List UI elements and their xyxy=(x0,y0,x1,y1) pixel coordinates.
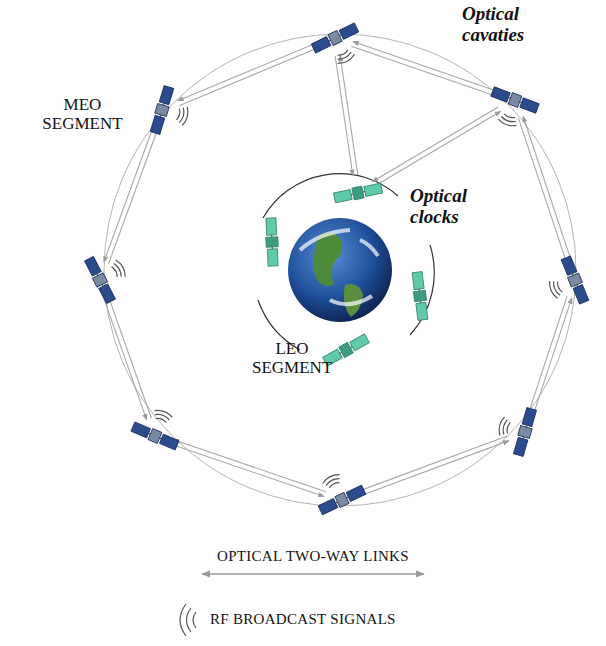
optical-link xyxy=(533,298,572,416)
satellite-body xyxy=(155,103,169,116)
earth xyxy=(288,218,392,322)
solar-panel xyxy=(266,218,277,235)
rf-arc xyxy=(501,116,516,121)
text-label: Optical clocks xyxy=(410,186,485,228)
satellite-body xyxy=(352,186,364,200)
satellite-body xyxy=(339,342,354,357)
satellite xyxy=(513,407,538,456)
rf-arc xyxy=(499,417,504,436)
solar-panel xyxy=(573,285,589,305)
optical-link xyxy=(375,111,501,186)
rf-arc xyxy=(338,52,352,59)
satellite xyxy=(560,256,589,305)
solar-panel xyxy=(159,86,174,105)
rf-arc xyxy=(326,479,340,486)
legend-link-sample xyxy=(202,573,424,575)
legend-rf-sample xyxy=(180,604,196,636)
satellite xyxy=(265,218,279,266)
satellite xyxy=(131,421,180,451)
optical-link xyxy=(518,118,567,264)
solar-panel xyxy=(99,284,116,304)
solar-panel xyxy=(131,422,151,438)
solar-panel xyxy=(85,256,102,276)
satellite xyxy=(311,22,359,54)
satellite xyxy=(411,271,429,320)
rf-arc xyxy=(550,281,558,298)
satellite-body xyxy=(413,290,426,301)
satellite-body xyxy=(92,273,107,287)
optical-link xyxy=(340,55,358,174)
solar-panel xyxy=(416,302,428,320)
satellite-body xyxy=(335,492,349,507)
solar-panel xyxy=(346,485,366,501)
solar-panel xyxy=(267,249,278,266)
optical-link xyxy=(360,441,509,496)
satellite-body xyxy=(266,237,278,248)
satellite-body xyxy=(568,273,583,287)
rf-arc xyxy=(112,267,118,277)
rf-arc xyxy=(498,119,516,125)
text-label: RF BROADCAST SIGNALS xyxy=(210,611,396,628)
solar-panel xyxy=(159,434,179,450)
rf-arc xyxy=(114,263,122,276)
optical-link xyxy=(173,439,326,491)
optical-link xyxy=(523,116,572,262)
solar-panel xyxy=(522,408,536,427)
satellite xyxy=(318,484,366,515)
satellite-body xyxy=(328,30,342,45)
satellite xyxy=(84,256,117,304)
text-label: Optical cavaties xyxy=(462,4,552,46)
rf-arc xyxy=(554,281,560,295)
solar-panel xyxy=(513,437,527,456)
solar-panel xyxy=(412,272,424,290)
rf-arc xyxy=(182,107,188,126)
satellite xyxy=(490,86,539,114)
rf-arc xyxy=(504,114,515,118)
rf-arc xyxy=(323,475,340,484)
solar-panel xyxy=(561,256,577,276)
optical-link xyxy=(180,47,320,105)
satellite-body xyxy=(518,426,532,439)
rf-arc xyxy=(155,410,173,417)
satellite xyxy=(333,182,382,204)
solar-panel xyxy=(339,23,359,39)
optical-link xyxy=(104,126,154,262)
rf-arc xyxy=(558,282,563,292)
optical-link xyxy=(335,56,353,175)
rf-arc xyxy=(329,483,339,488)
text-label: LEO SEGMENT xyxy=(252,340,332,377)
solar-panel xyxy=(150,115,165,134)
rf-arc xyxy=(338,54,355,63)
rf-arc xyxy=(156,418,167,422)
solar-panel xyxy=(311,37,331,53)
satellite-body xyxy=(508,93,522,108)
optical-link xyxy=(171,444,324,496)
optical-link xyxy=(358,436,507,491)
rf-arc xyxy=(507,422,510,433)
solar-panel xyxy=(333,190,352,203)
rf-arc xyxy=(179,108,183,123)
satellite-body xyxy=(148,429,162,444)
optical-link xyxy=(109,128,159,264)
optical-link xyxy=(104,298,147,420)
solar-panel xyxy=(350,334,370,351)
text-label: MEO SEGMENT xyxy=(30,96,135,133)
optical-link xyxy=(372,107,498,182)
rf-arc xyxy=(155,414,169,420)
optical-link xyxy=(178,43,318,101)
solar-panel xyxy=(318,499,338,515)
solar-panel xyxy=(520,98,539,113)
rf-arc xyxy=(503,420,507,435)
rf-arc xyxy=(176,109,179,120)
optical-link xyxy=(108,296,151,418)
optical-link xyxy=(528,296,567,414)
optical-link xyxy=(353,41,499,91)
text-label: OPTICAL TWO-WAY LINKS xyxy=(217,548,409,565)
rf-arc xyxy=(338,50,348,55)
optical-link xyxy=(351,46,497,96)
solar-panel xyxy=(364,183,383,196)
satellite xyxy=(149,85,174,134)
solar-panel xyxy=(491,87,510,102)
rf-arc xyxy=(116,260,125,277)
